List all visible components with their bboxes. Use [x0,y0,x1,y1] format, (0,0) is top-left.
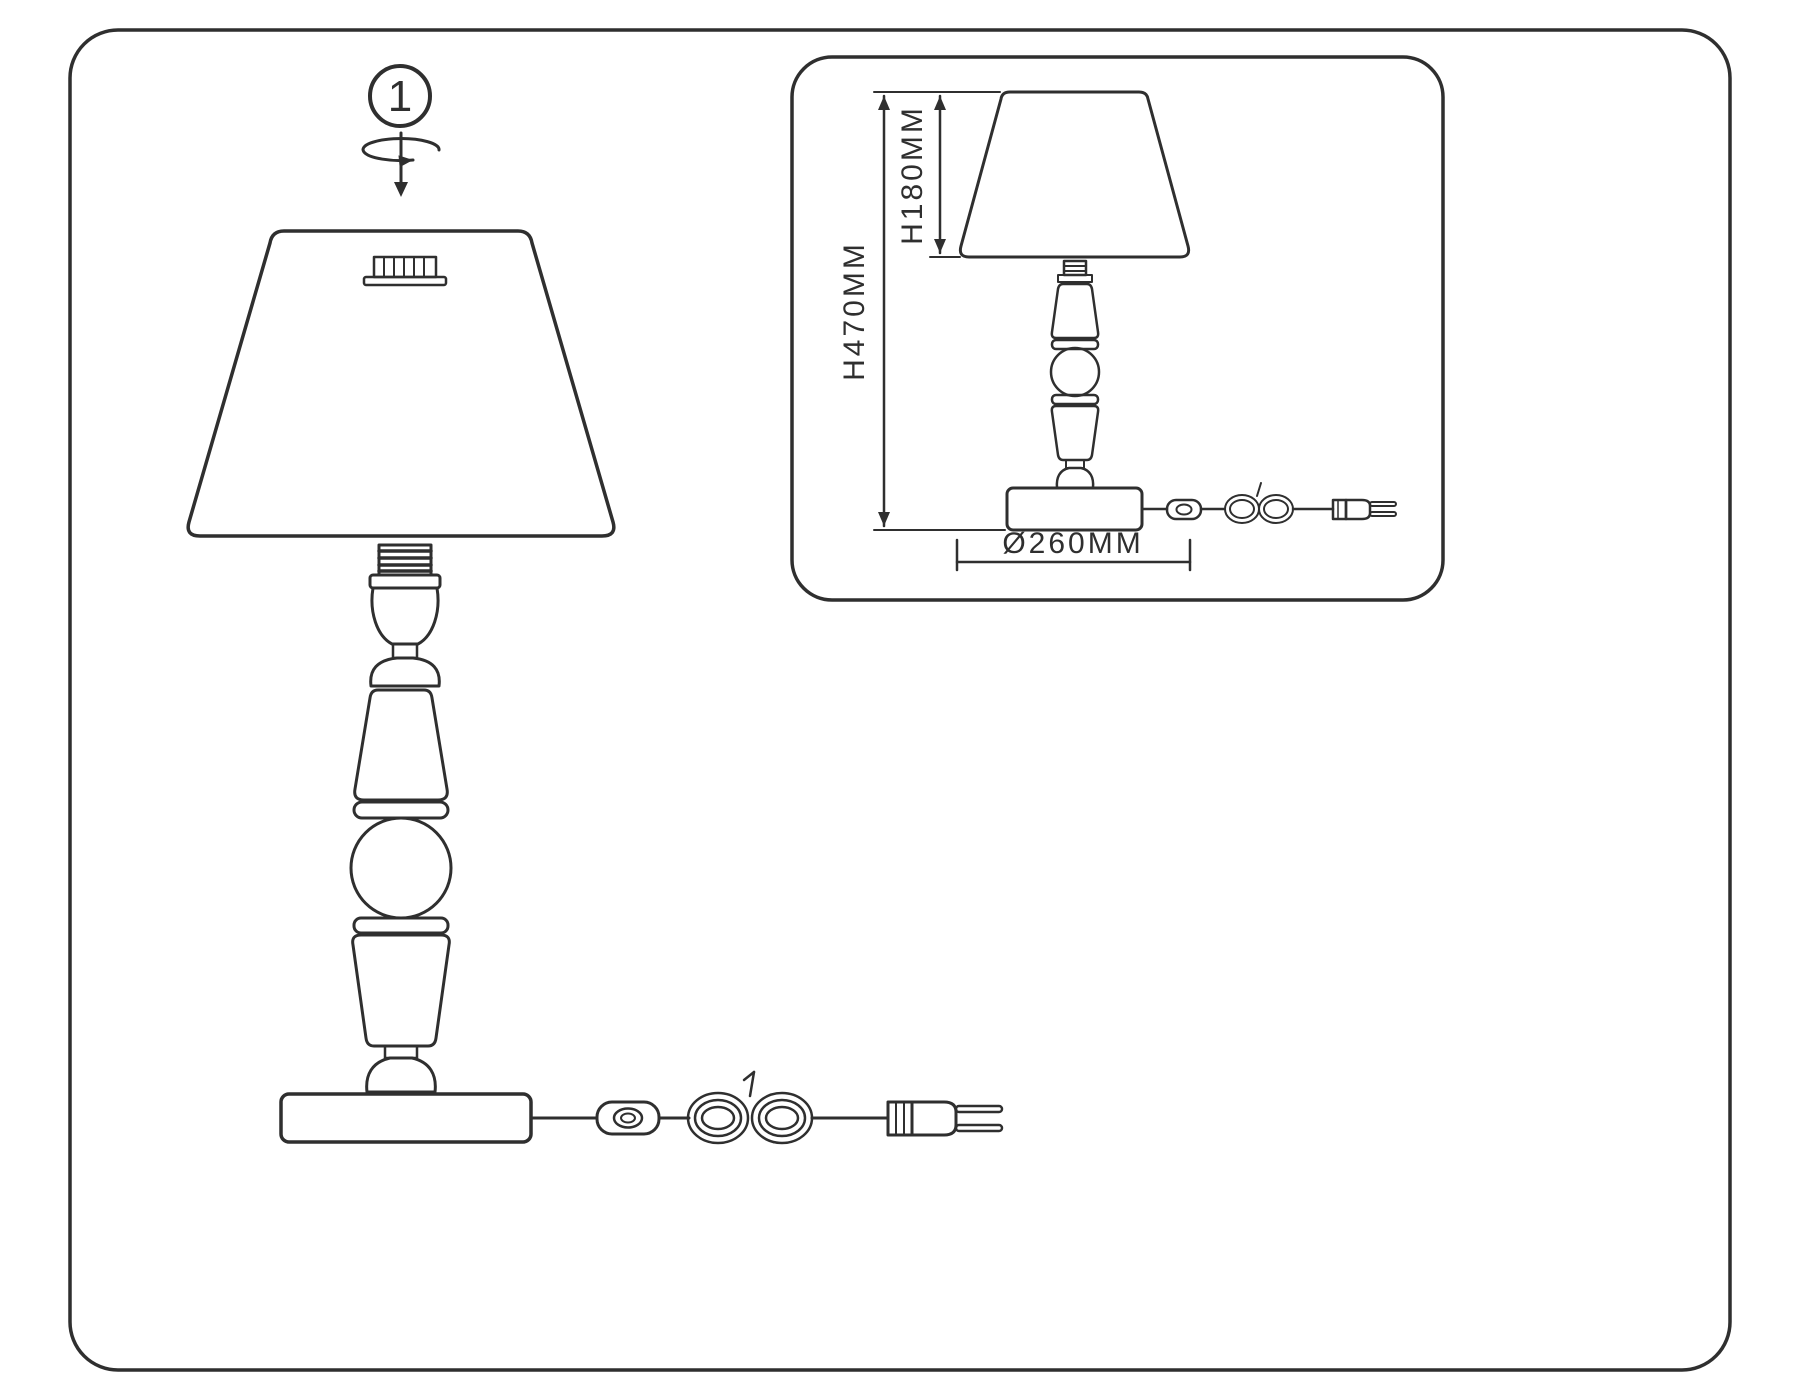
mini-lower-cone [1050,404,1100,462]
body-disc-lower [352,916,450,935]
foot-dome [365,1056,437,1094]
inset-panel: H470MM H180MM Ø260MM [790,55,1445,602]
lamp-base [279,1092,533,1144]
body-sphere [349,816,453,920]
dimension-base-diameter: Ø260MM [955,527,1192,572]
mini-upper-cone [1050,282,1100,340]
step-circle [368,64,432,128]
mini-sphere [1049,346,1101,398]
lamp-body [349,688,453,1094]
mini-power-cord [1140,482,1397,524]
mini-shade [958,90,1191,259]
step-number: 1 [388,72,412,121]
mini-socket [1057,259,1093,283]
rotate-icon [361,131,441,197]
mini-inline-switch [1165,498,1203,521]
power-cord [529,1070,1004,1145]
shade-height-label: H180MM [896,105,929,245]
lamp-socket [368,543,442,688]
base-diameter-label: Ø260MM [1002,527,1143,560]
plug-prong-top [954,1104,1004,1114]
mini-base [1005,486,1144,532]
step-number-badge: 1 [368,64,432,128]
cord-coil [686,1070,814,1145]
body-upper-cone [353,688,449,802]
total-height-label: H470MM [838,241,871,381]
inline-switch [595,1100,661,1136]
plug-prong-bottom [954,1123,1004,1133]
shade-fitting [362,255,448,287]
foot-neck [383,1044,419,1060]
mini-lamp [958,90,1191,532]
mini-foot-dome [1055,466,1095,490]
dimension-total-height: H470MM [838,91,1006,531]
dimension-shade-height: H180MM [896,94,961,258]
mini-power-plug [1331,498,1397,521]
body-disc-upper [352,800,450,820]
outer-frame [68,28,1732,1372]
mini-cord-coil [1224,482,1294,524]
mini-disc-lower [1050,393,1100,406]
lamp-shade [186,229,616,538]
body-lower-cone [351,933,451,1048]
power-plug [886,1100,1004,1137]
inset-frame [790,55,1445,602]
